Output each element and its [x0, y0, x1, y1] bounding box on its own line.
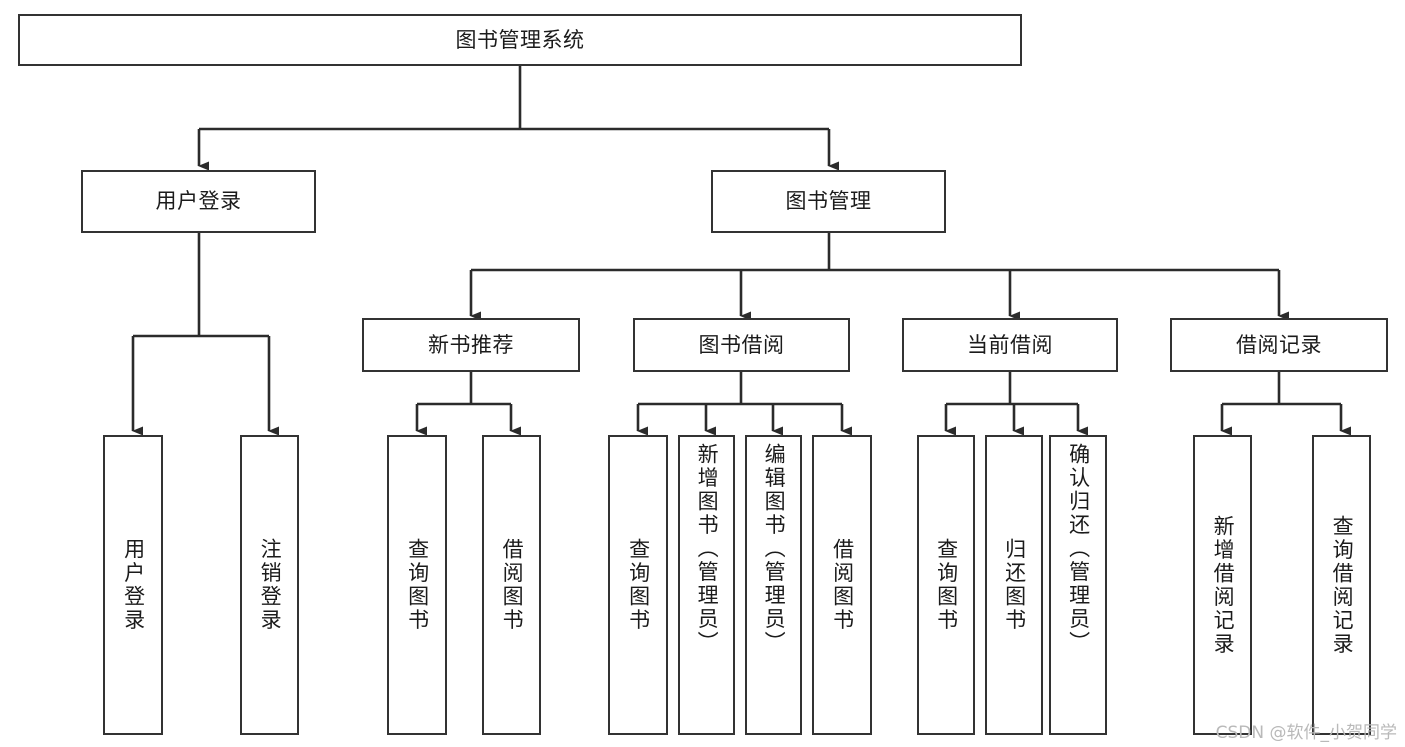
- node-current-borrow[interactable]: 当前借阅: [902, 318, 1118, 372]
- csdn-watermark: CSDN @软件_小贺同学: [1215, 723, 1397, 743]
- node-leaf-confirm-return-label: 确认归还（管理员）: [1066, 443, 1091, 655]
- node-leaf-query-book-recommend-label: 查询图书: [405, 538, 430, 632]
- node-leaf-query-record[interactable]: 查询借阅记录: [1312, 435, 1371, 735]
- node-leaf-user-login[interactable]: 用户登录: [103, 435, 163, 735]
- node-leaf-query-record-label: 查询借阅记录: [1330, 514, 1355, 656]
- node-leaf-add-book-label: 新增图书（管理员）: [695, 443, 720, 655]
- node-leaf-return-book-label: 归还图书: [1002, 538, 1027, 632]
- node-borrow-records-label: 借阅记录: [1236, 332, 1322, 357]
- node-leaf-confirm-return[interactable]: 确认归还（管理员）: [1049, 435, 1107, 735]
- node-leaf-edit-book-label: 编辑图书（管理员）: [762, 443, 787, 655]
- node-leaf-user-login-label: 用户登录: [121, 538, 146, 632]
- node-leaf-query-book-current-label: 查询图书: [934, 538, 959, 632]
- node-leaf-borrow-book-recommend[interactable]: 借阅图书: [482, 435, 541, 735]
- node-leaf-query-book-recommend[interactable]: 查询图书: [387, 435, 447, 735]
- node-leaf-user-logout-label: 注销登录: [258, 538, 283, 632]
- node-user-login-label: 用户登录: [155, 189, 242, 214]
- node-leaf-query-book-borrow[interactable]: 查询图书: [608, 435, 668, 735]
- node-book-borrow[interactable]: 图书借阅: [633, 318, 850, 372]
- node-leaf-query-book-current[interactable]: 查询图书: [917, 435, 975, 735]
- node-root-system-label: 图书管理系统: [455, 27, 585, 52]
- node-new-book-recommend[interactable]: 新书推荐: [362, 318, 580, 372]
- node-leaf-return-book[interactable]: 归还图书: [985, 435, 1043, 735]
- node-leaf-add-record[interactable]: 新增借阅记录: [1193, 435, 1252, 735]
- node-current-borrow-label: 当前借阅: [967, 332, 1053, 357]
- node-book-borrow-label: 图书借阅: [698, 332, 785, 357]
- node-leaf-add-record-label: 新增借阅记录: [1211, 514, 1236, 656]
- node-user-login[interactable]: 用户登录: [81, 170, 316, 233]
- node-leaf-borrow-book-borrow[interactable]: 借阅图书: [812, 435, 872, 735]
- node-leaf-borrow-book-borrow-label: 借阅图书: [830, 538, 855, 632]
- node-leaf-user-logout[interactable]: 注销登录: [240, 435, 299, 735]
- node-new-book-recommend-label: 新书推荐: [428, 332, 514, 357]
- node-book-management-label: 图书管理: [785, 189, 872, 214]
- node-leaf-borrow-book-recommend-label: 借阅图书: [500, 538, 525, 632]
- node-root-system[interactable]: 图书管理系统: [18, 14, 1022, 66]
- node-borrow-records[interactable]: 借阅记录: [1170, 318, 1388, 372]
- node-leaf-add-book[interactable]: 新增图书（管理员）: [678, 435, 735, 735]
- node-leaf-query-book-borrow-label: 查询图书: [626, 538, 651, 632]
- node-book-management[interactable]: 图书管理: [711, 170, 946, 233]
- node-leaf-edit-book[interactable]: 编辑图书（管理员）: [745, 435, 802, 735]
